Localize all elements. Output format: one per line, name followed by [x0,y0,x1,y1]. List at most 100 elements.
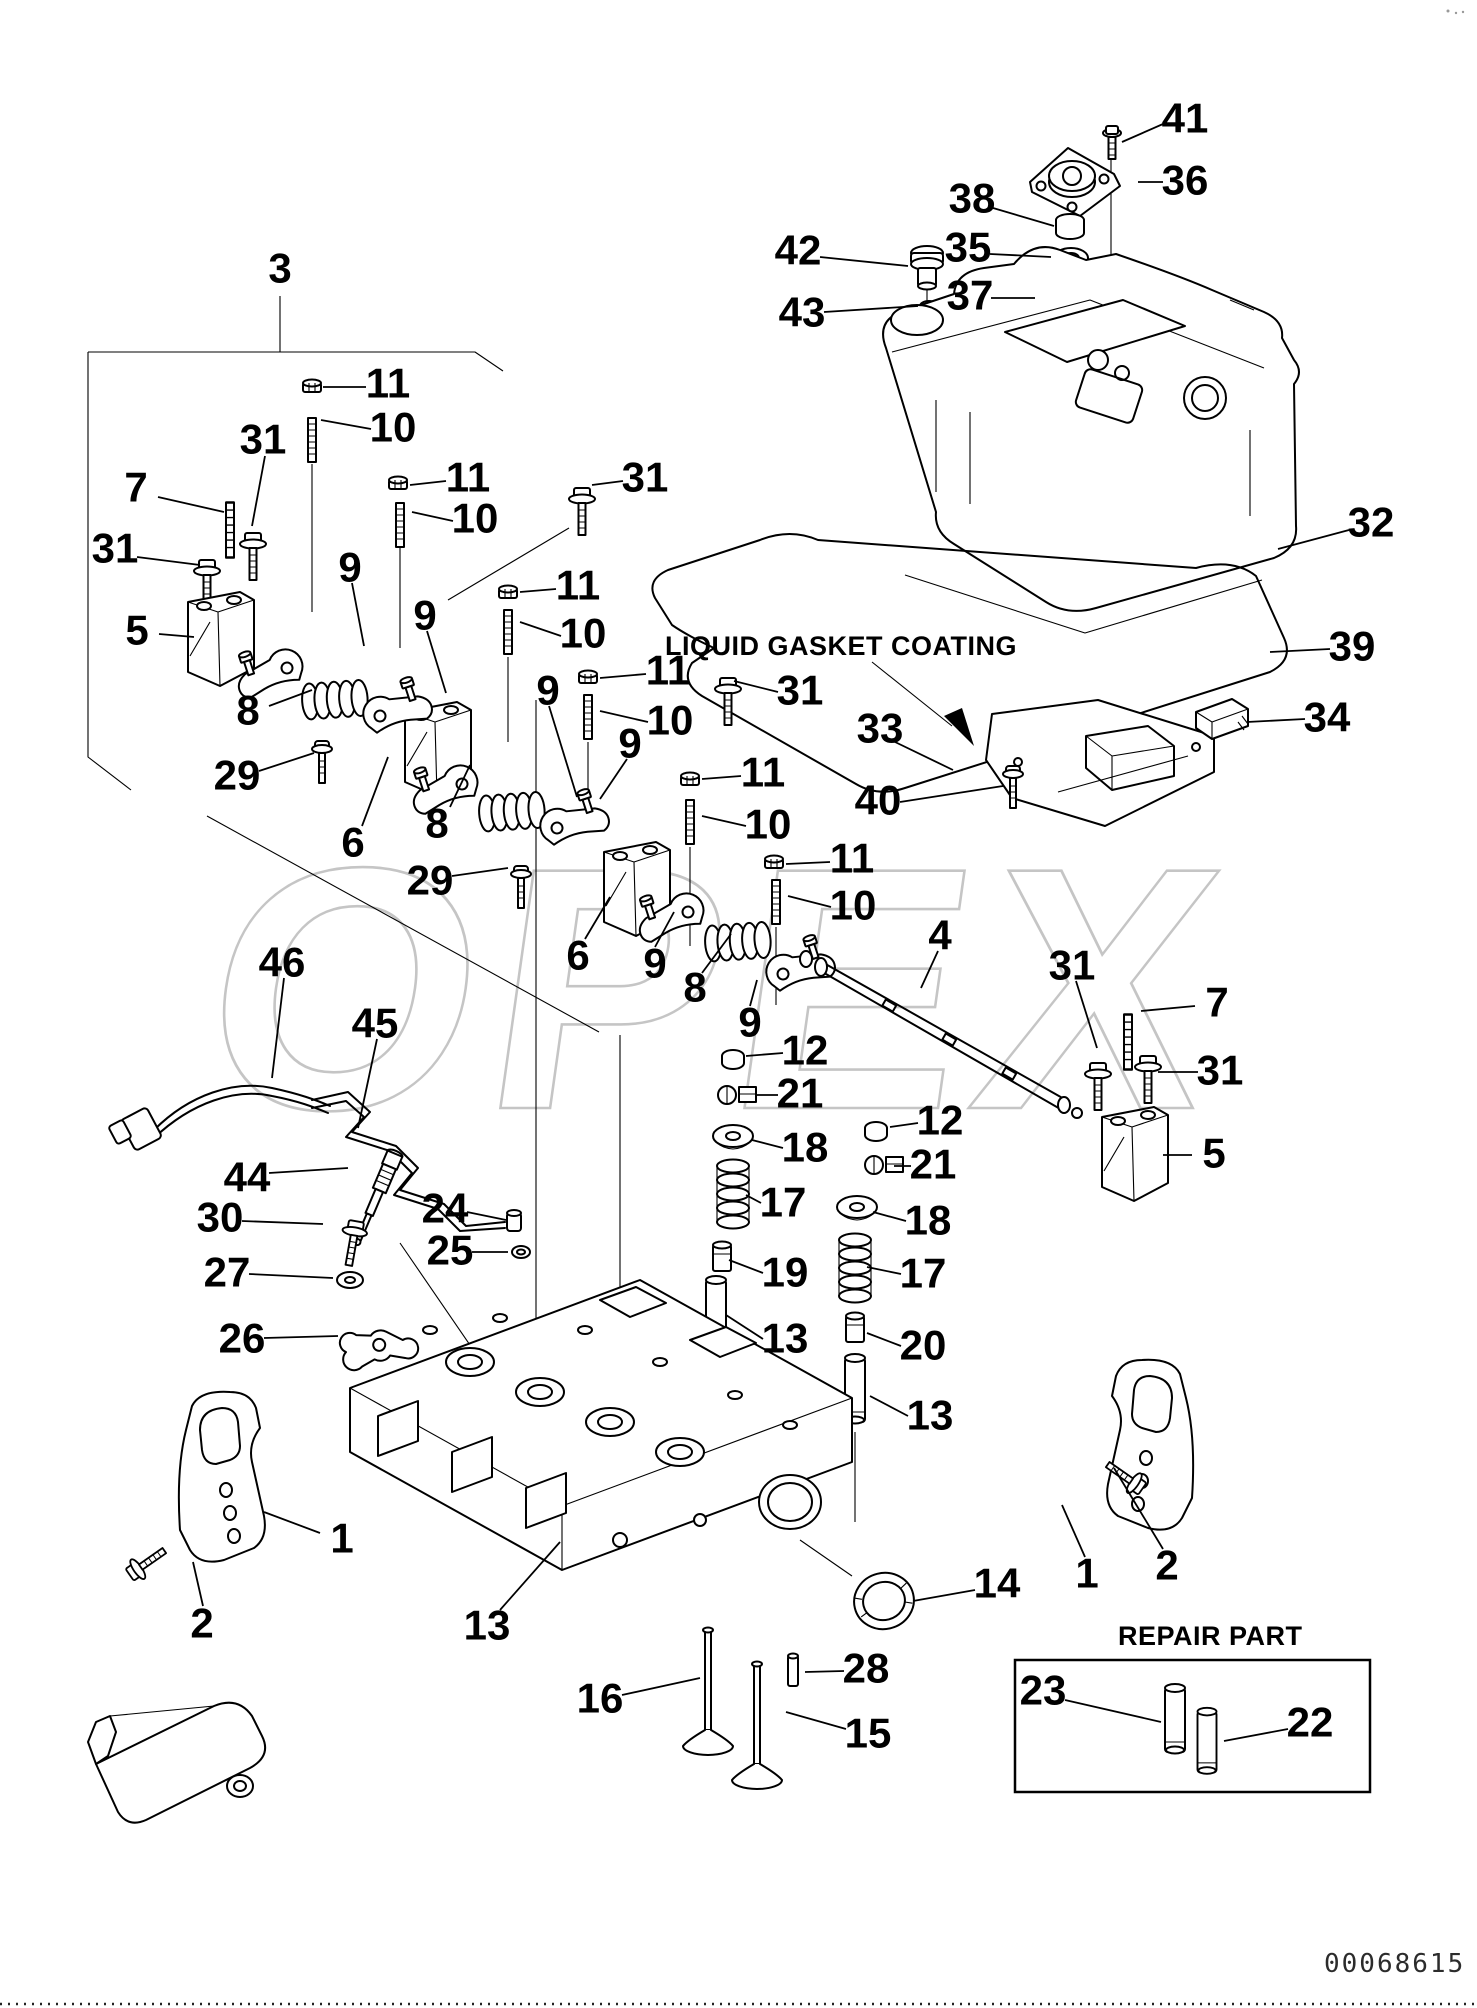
callout-16: 16 [577,1675,624,1722]
leader-line-26 [263,1335,339,1339]
callout-9: 9 [618,720,641,767]
leader-line-2 [192,1561,204,1607]
bolt-31 [714,677,742,726]
washer-27 [336,1271,364,1289]
callout-39: 39 [1329,623,1376,670]
leader-line-24 [466,1211,507,1221]
repair-part-box [1013,1658,1372,1794]
callout-17: 17 [760,1179,807,1226]
leader-line-19 [728,1259,764,1274]
stud-10 [307,417,317,463]
callout-12: 12 [782,1027,829,1074]
stud-7 [1122,1013,1134,1071]
leader-line-10 [411,511,454,522]
leader-line-20 [866,1332,902,1347]
callout-10: 10 [560,610,607,657]
callout-9: 9 [413,592,436,639]
callout-11: 11 [646,647,690,694]
rocker-support-5 [1101,1106,1169,1202]
leader-line-31 [251,455,266,527]
repair-valve-guide-22 [1196,1706,1218,1775]
cylinder-head-13 [349,1279,853,1571]
stud-10 [685,799,695,845]
callout-1: 1 [330,1515,353,1562]
leader-line-10 [787,895,832,908]
callout-30: 30 [197,1194,244,1241]
leader-line-13 [499,1541,561,1611]
leader-line-44 [268,1167,349,1174]
leader-line-8 [701,933,732,974]
leader-line-39 [1269,648,1331,653]
callout-23: 23 [1020,1667,1067,1714]
callout-6: 6 [341,819,364,866]
stem-seal-20 [845,1311,865,1343]
stud-10 [583,694,593,740]
callout-18: 18 [782,1124,829,1171]
callout-21: 21 [777,1070,824,1117]
leader-line-12 [889,1122,919,1128]
leader-line-1 [263,1511,321,1534]
leader-line-34 [1246,718,1306,723]
leader-line-22 [1223,1728,1289,1742]
leader-line-45 [357,1038,378,1129]
callout-31: 31 [92,525,139,572]
stud-10 [771,879,781,925]
leader-line-12 [745,1052,784,1057]
callout-21: 21 [910,1141,957,1188]
leader-line-9 [351,582,365,647]
callout-38: 38 [949,175,996,222]
page-speck [1446,9,1465,15]
leader-line-15 [785,1711,847,1730]
repair-part-heading: REPAIR PART [1118,1621,1303,1651]
leader-line-10 [519,621,562,637]
leader-line-7 [1140,1005,1196,1012]
callout-29: 29 [407,857,454,904]
callout-17: 17 [900,1250,947,1297]
leader-line-13 [869,1395,909,1417]
callout-32: 32 [1348,499,1395,546]
callout-24: 24 [422,1185,469,1232]
callout-11: 11 [741,749,785,796]
callout-29: 29 [214,752,261,799]
callout-8: 8 [236,687,259,734]
baffle-plate-33 [985,699,1215,827]
leader-line-18 [751,1139,784,1149]
terminal-cap-24 [506,1209,522,1232]
wire-clamp-26 [338,1329,420,1372]
callout-11: 11 [446,454,490,501]
callout-3: 3 [268,245,291,292]
leader-line-11 [599,673,647,679]
callout-15: 15 [845,1710,892,1757]
leader-line-17 [745,1194,762,1204]
terminal-nut-25 [511,1245,531,1259]
callout-10: 10 [452,495,499,542]
leader-line-40 [899,785,1004,803]
callout-12: 12 [917,1097,964,1144]
leader-line-41 [1121,123,1164,143]
callout-5: 5 [1202,1130,1225,1177]
oil-seal-14 [853,1571,915,1631]
leader-line-35 [989,253,1052,258]
bolt-31 [568,487,596,536]
cap-nut-11 [498,584,518,599]
dowel-pin-28 [787,1652,799,1687]
callout-31: 31 [1049,942,1096,989]
callout-9: 9 [536,667,559,714]
leader-line-10 [701,815,747,827]
rocker-spring [291,663,379,737]
callout-19: 19 [762,1249,809,1296]
valve-spring-17 [716,1158,750,1230]
callout-31: 31 [1197,1047,1244,1094]
leader-line-31 [136,556,201,566]
liquid-gasket-heading: LIQUID GASKET COATING [665,631,1017,661]
leader-line-46 [271,977,285,1079]
callout-14: 14 [974,1560,1021,1607]
callout-13: 13 [907,1392,954,1439]
breather-bushing-38 [1055,213,1085,240]
cap-nut-11 [388,475,408,490]
callout-8: 8 [425,800,448,847]
leader-line-31 [591,480,624,486]
callout-35: 35 [945,224,992,271]
